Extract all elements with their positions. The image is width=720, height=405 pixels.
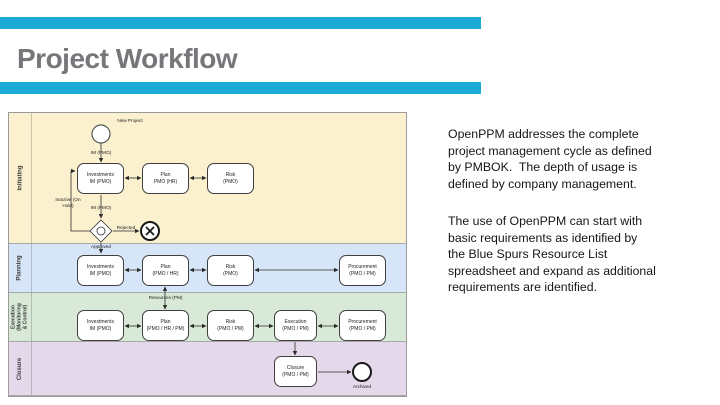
body-text: OpenPPM addresses the complete project m… (448, 126, 706, 317)
task-initiating-risk: Risk (PMO) (207, 163, 254, 194)
gateway-diamond (89, 219, 113, 243)
task-planning-procurement: Procurement (PMO / PM) (339, 255, 386, 286)
paragraph-2: The use of OpenPPM can start with basic … (448, 214, 656, 294)
lane-label-closure: Closure (9, 342, 32, 395)
lane-label-initiating: Initiating (9, 113, 32, 243)
label-resources-pm: Resources (PM) (148, 295, 183, 300)
lane-closure: Closure (9, 342, 406, 396)
label-rejected: Rejected (116, 225, 136, 230)
page-title: Project Workflow (17, 43, 238, 74)
task-planning-investments: Investments IM (PMO) (77, 255, 124, 286)
task-initiating-investments: Investments IM (PMO) (77, 163, 124, 194)
task-initiating-plan: Plan PMO (HR) (142, 163, 189, 194)
flow-inactive-loop (70, 168, 90, 232)
label-archived: Archived (352, 384, 372, 389)
task-execution-investments: Investments IM (PMO) (77, 310, 124, 341)
paragraph-1: OpenPPM addresses the complete project m… (448, 127, 652, 191)
task-closure: Closure (PMO / PM) (274, 356, 317, 387)
label-new-project: New Project (117, 118, 143, 123)
workflow-diagram: Initiating Planning Execution (Monitorin… (8, 112, 407, 397)
task-planning-plan: Plan (PMO / HR) (142, 255, 189, 286)
label-approved: Approved (90, 244, 112, 249)
task-execution-procurement: Procurement (PMO / PM) (339, 310, 386, 341)
accent-bar-top (0, 17, 481, 29)
start-event-new-project (91, 124, 111, 144)
lane-label-planning: Planning (9, 244, 32, 292)
task-planning-risk: Risk (PMO) (207, 255, 254, 286)
end-event-archived (352, 362, 372, 382)
flow-arrows-layer (70, 124, 372, 382)
gateway-inner-circle (96, 226, 106, 236)
lane-label-execution: Execution (Monitoring & Control) (9, 293, 32, 341)
label-im-pmo-gateway: IM (PMO) (90, 205, 112, 210)
rejected-x-2 (145, 226, 155, 236)
label-im-pmo-start: IM (PMO) (90, 150, 112, 155)
task-execution-plan: Plan (PMO / HR / PM) (142, 310, 189, 341)
accent-bar-under-title (0, 82, 481, 94)
label-inactive-on-hold: Inactive (On Hold) (55, 197, 81, 208)
task-execution-execution: Execution (PMO / PM) (274, 310, 317, 341)
task-execution-risk: Risk (PMO / PM) (207, 310, 254, 341)
